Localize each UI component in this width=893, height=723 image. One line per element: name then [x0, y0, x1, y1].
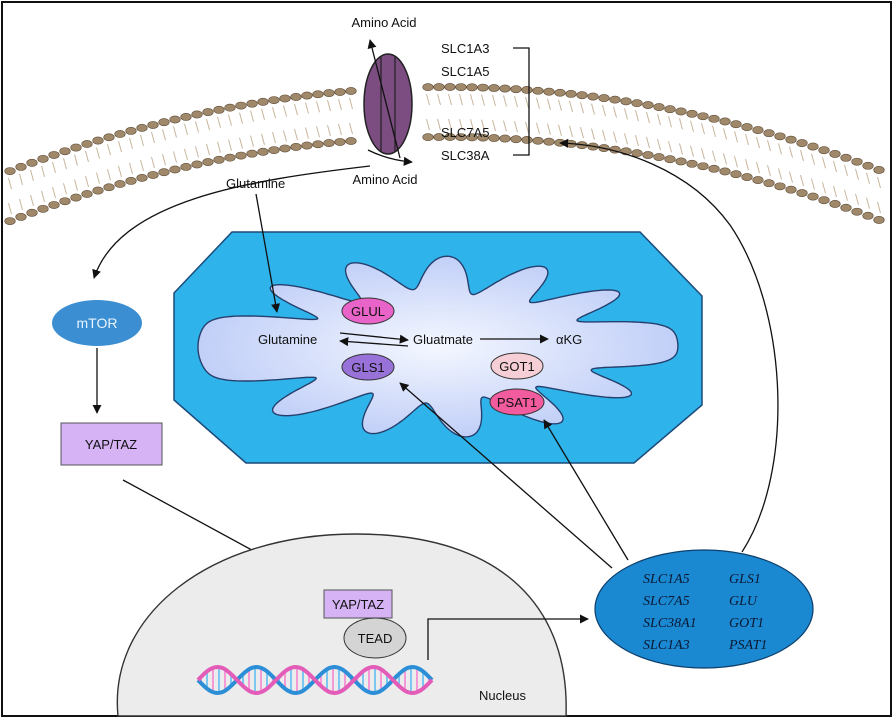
glutamine-entry-arrow: [255, 193, 281, 313]
transporter-bracket: [513, 47, 530, 156]
glutamine-mito-label: Glutamine: [258, 332, 317, 347]
got1-label: GOT1: [499, 359, 534, 374]
target-gene-label: GLU: [729, 594, 758, 609]
mtor-label: mTOR: [77, 315, 118, 331]
akg-label: αKG: [556, 332, 582, 347]
amino-acid-bottom-label: Amino Acid: [352, 172, 417, 187]
got1-enzyme: GOT1: [490, 352, 544, 380]
target-gene-label: SLC1A5: [643, 572, 690, 587]
target-gene-label: SLC1A3: [643, 638, 690, 653]
dna-double-helix: [196, 664, 434, 696]
genes-to-psat1-arrow: [543, 419, 629, 561]
amino-acid-import-arrow: [367, 149, 413, 166]
target-gene-label: GLS1: [729, 572, 761, 587]
tead-node: [343, 617, 407, 659]
target-gene-label: PSAT1: [728, 638, 767, 653]
psat1-label: PSAT1: [497, 395, 537, 410]
glul-enzyme: GLUL: [341, 297, 395, 325]
mitochondrion-inner-membrane: [197, 255, 679, 438]
amino-acid-transporter: [363, 39, 413, 166]
yaptaz-nucleus-label: YAP/TAZ: [332, 597, 384, 612]
transporter-label: SLC1A3: [441, 41, 489, 56]
tead-label: TEAD: [358, 631, 393, 646]
nucleus-label: Nucleus: [479, 688, 526, 703]
yaptaz-nucleus-box: [323, 589, 393, 619]
target-gene-label: SLC38A1: [643, 616, 697, 631]
transporter-label: SLC1A5: [441, 64, 489, 79]
mitochondrion: [173, 231, 703, 464]
transporter-label: SLC38A: [441, 148, 490, 163]
amino-acid-export-arrow: [367, 39, 401, 159]
psat1-enzyme: PSAT1: [489, 388, 545, 416]
gls1-label: GLS1: [351, 360, 384, 375]
glul-label: GLUL: [351, 304, 385, 319]
target-gene-label: GOT1: [729, 616, 764, 631]
yaptaz-cytoplasm-node: YAP/TAZ: [60, 422, 163, 466]
transporter-body: [363, 53, 413, 155]
amino-acid-to-mtor-arrow: [92, 165, 371, 279]
genes-to-transporters-arrow: [559, 138, 779, 553]
glutamate-label: Gluatmate: [413, 332, 473, 347]
transporter-label: SLC7A5: [441, 125, 489, 140]
glutamate-to-glutamine-arrow: [339, 337, 409, 347]
mtor-node: mTOR: [52, 300, 142, 346]
amino-acid-top-label: Amino Acid: [351, 15, 416, 30]
transcription-arrow: [427, 614, 589, 660]
glutamine-to-glutamate-arrow: [339, 332, 409, 344]
genes-to-gls1-arrow: [399, 382, 613, 569]
target-gene-label: SLC7A5: [643, 594, 690, 609]
yaptaz-cytoplasm-label: YAP/TAZ: [85, 437, 137, 452]
target-genes-node: SLC1A5 SLC7A5 SLC38A1 SLC1A3 GLS1 GLU GO…: [594, 549, 814, 669]
gls1-enzyme: GLS1: [341, 353, 395, 381]
nucleus: YAP/TAZ TEAD Nucleus: [116, 533, 567, 717]
cell-membrane: [4, 83, 885, 225]
